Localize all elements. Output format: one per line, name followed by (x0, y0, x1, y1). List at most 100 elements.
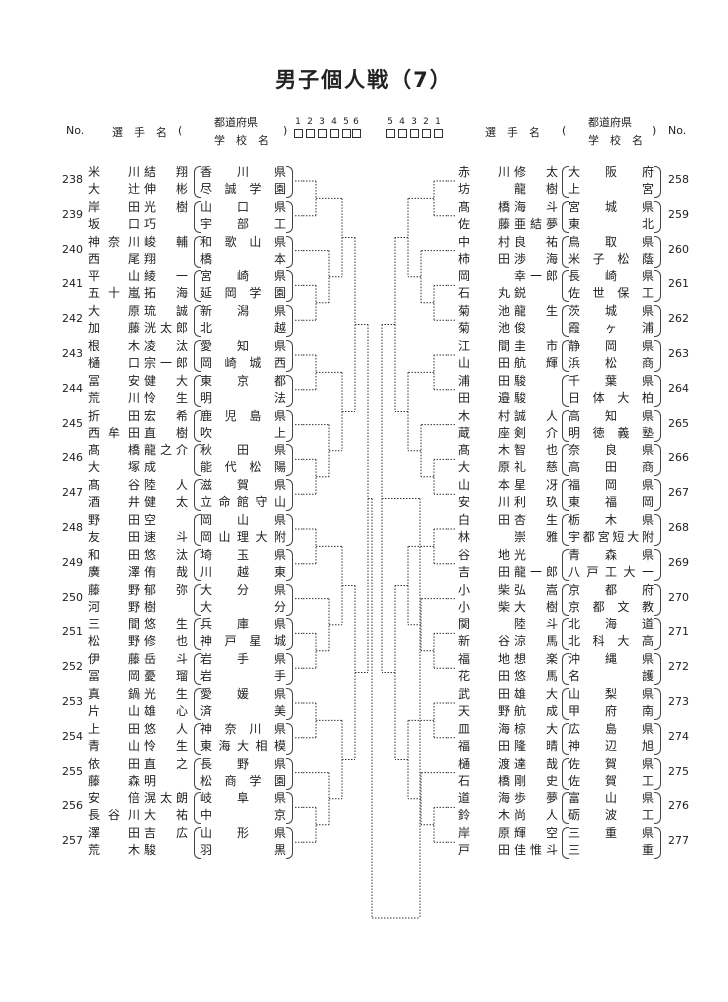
round-number: 2 (307, 117, 313, 127)
player-name: 赤川修太 (458, 164, 558, 181)
player-name: 皿海椋大 (458, 721, 558, 738)
round-box-icon (329, 129, 339, 138)
header-paren-close-left: ) (283, 124, 288, 137)
player-name: 道海歩夢 (458, 790, 558, 807)
school-name: 岩手 (200, 669, 286, 684)
player-given-name: 凌汰 (144, 339, 188, 353)
player-given-name: 鋭 (514, 286, 527, 301)
header-pref-left: 都道府県 (214, 116, 258, 129)
paren-open (562, 340, 569, 372)
prefecture: 新潟県 (200, 304, 286, 319)
player-name: 冨安健大 (88, 373, 188, 390)
player-given-name: 伸彬 (144, 182, 188, 196)
paren-open (194, 514, 201, 546)
paren-open (562, 514, 569, 546)
prefecture: 沖縄県 (568, 652, 654, 667)
entry-number: 254 (62, 729, 83, 743)
entry-number: 257 (62, 834, 83, 848)
player-given-name: 綾一 (144, 269, 188, 284)
school-name: 八戸工大一 (568, 564, 654, 579)
player-name: 酒井健太 (88, 494, 188, 511)
prefecture: 京都府 (568, 582, 654, 597)
paren-open (194, 653, 201, 686)
player-family-name: 西尾 (88, 251, 140, 266)
paren-close (654, 722, 661, 755)
prefecture: 広島県 (568, 721, 654, 736)
player-family-name: 山田 (458, 356, 510, 370)
paren-close (654, 548, 661, 581)
player-given-name: 岳斗 (144, 652, 188, 667)
player-given-name: 結翔 (144, 165, 188, 179)
paren-open (194, 235, 201, 268)
prefecture: 香川県 (200, 165, 286, 179)
player-name: 髙木智也 (458, 442, 558, 459)
player-family-name: 福地 (458, 652, 510, 667)
player-given-name: 空 (144, 513, 157, 527)
player-name: 鈴木尚人 (458, 807, 558, 824)
entry-number: 268 (668, 521, 689, 534)
entry-number: 242 (62, 312, 83, 326)
school-name: 済美 (200, 704, 286, 718)
player-given-name: 洸太郎 (144, 321, 188, 336)
player-family-name: 山本 (458, 478, 510, 493)
header-paren-close-right: ) (652, 124, 657, 137)
player-given-name: 圭市 (514, 339, 558, 353)
player-given-name: 駿 (514, 373, 527, 388)
prefecture: 青森県 (568, 547, 654, 562)
player-given-name: 歩夢 (514, 791, 558, 806)
player-family-name: 藤野 (88, 582, 140, 597)
player-given-name: 利玖 (514, 495, 558, 510)
prefecture: 山口県 (200, 199, 286, 214)
player-family-name: 荒川 (88, 390, 140, 405)
player-name: 岡幸一郎 (458, 268, 558, 285)
player-given-name: 智也 (514, 443, 558, 458)
school-name: 岡崎城西 (200, 356, 286, 370)
header-paren-open-right: ( (562, 124, 567, 137)
prefecture: 三重県 (568, 826, 654, 841)
prefecture: 山形県 (200, 826, 286, 841)
paren-open (194, 409, 201, 442)
school-name: 能代松陽 (200, 460, 286, 475)
player-family-name: 加藤 (88, 321, 140, 336)
player-family-name: 皿海 (458, 721, 510, 736)
paren-open (194, 688, 201, 720)
player-family-name: 藤森 (88, 773, 140, 788)
school-name: 岡山理大附 (200, 530, 286, 544)
player-family-name: 神奈川 (88, 234, 140, 249)
school-name: 橋本 (200, 251, 286, 266)
player-family-name: 安川 (458, 495, 510, 510)
player-family-name: 冨安 (88, 373, 140, 388)
player-family-name: 木村 (458, 408, 510, 423)
player-family-name: 林 (458, 530, 471, 544)
player-name: 樋口宗一郎 (88, 355, 188, 372)
school-name: 中京 (200, 808, 286, 823)
player-given-name: 宗一郎 (144, 356, 188, 370)
entry-number: 241 (62, 277, 83, 291)
player-name: 大原琉誠 (88, 303, 188, 320)
player-given-name: 星冴 (514, 478, 558, 493)
entry-number: 260 (668, 242, 689, 256)
player-family-name: 蔵座 (458, 425, 510, 440)
player-name: 冨岡憂瑠 (88, 668, 188, 685)
player-family-name: 長谷川 (88, 808, 140, 823)
school-name: 明徳義塾 (568, 425, 654, 440)
prefecture: 山梨県 (568, 687, 654, 701)
entry-number: 246 (62, 451, 83, 465)
school-name: 延岡学園 (200, 286, 286, 301)
prefecture: 愛媛県 (200, 687, 286, 701)
round-number: 3 (411, 117, 417, 127)
round-box-icon (351, 129, 361, 138)
player-family-name: 菊池 (458, 304, 510, 319)
paren-open (562, 653, 569, 686)
